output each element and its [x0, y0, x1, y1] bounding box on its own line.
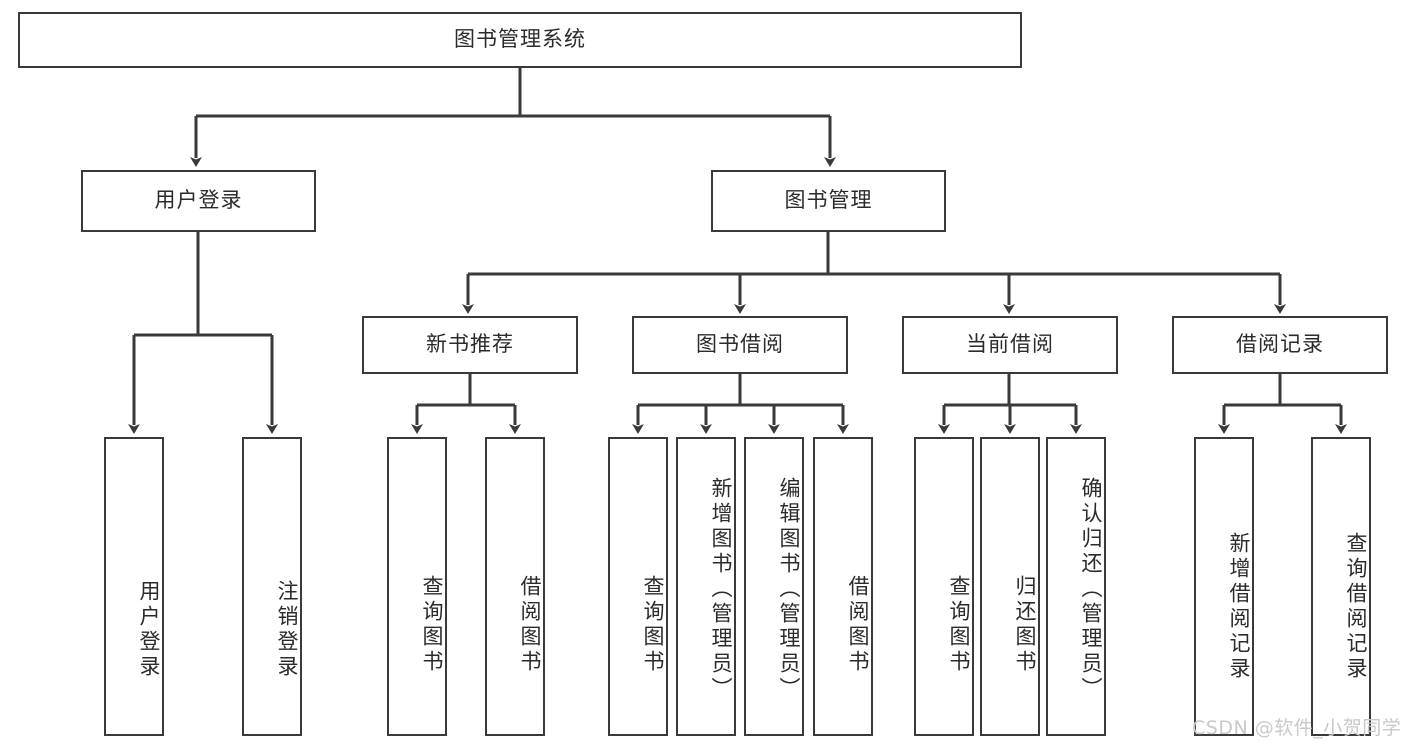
leaf-add-borrow-record[interactable]: 新增借阅记录	[1194, 437, 1254, 736]
leaf-borrow-book-1[interactable]: 借阅图书	[485, 437, 545, 736]
leaf-add-book-admin[interactable]: 新增图书（管理员）	[676, 437, 736, 736]
node-current-borrow[interactable]: 当前借阅	[902, 316, 1118, 374]
node-book-borrow[interactable]: 图书借阅	[632, 316, 848, 374]
leaf-return-book[interactable]: 归还图书	[980, 437, 1040, 736]
node-borrow-record[interactable]: 借阅记录	[1172, 316, 1388, 374]
leaf-user-login[interactable]: 用户登录	[104, 437, 164, 736]
node-user-login[interactable]: 用户登录	[81, 170, 316, 232]
leaf-query-book-1[interactable]: 查询图书	[387, 437, 447, 736]
leaf-query-book-2[interactable]: 查询图书	[608, 437, 668, 736]
csdn-watermark: CSDN @软件_小贺同学	[1192, 717, 1402, 739]
node-root-book-management-system[interactable]: 图书管理系统	[18, 12, 1022, 68]
node-new-book-recommendation[interactable]: 新书推荐	[362, 316, 578, 374]
leaf-query-book-3[interactable]: 查询图书	[914, 437, 974, 736]
node-book-manage[interactable]: 图书管理	[711, 170, 946, 232]
leaf-user-logout[interactable]: 注销登录	[242, 437, 302, 736]
leaf-confirm-return-admin[interactable]: 确认归还（管理员）	[1046, 437, 1106, 736]
leaf-query-borrow-record[interactable]: 查询借阅记录	[1311, 437, 1371, 736]
leaf-borrow-book-2[interactable]: 借阅图书	[813, 437, 873, 736]
leaf-edit-book-admin[interactable]: 编辑图书（管理员）	[744, 437, 804, 736]
